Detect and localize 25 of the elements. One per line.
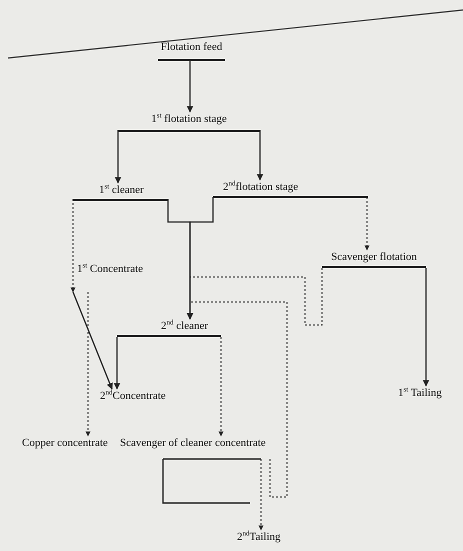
flow-arrow xyxy=(186,61,194,113)
process-stage: Flotation feed xyxy=(158,40,225,61)
process-stage: 1$^{st}$ cleaner xyxy=(73,183,168,201)
flow-arrow xyxy=(258,458,264,530)
process-stage: Scavenger flotation xyxy=(322,250,426,268)
process-stage: 1$^{st}$ flotation stage xyxy=(118,112,260,132)
process-stage: 2$^{nd}$flotation stage xyxy=(213,180,368,198)
flow-arrow xyxy=(364,196,370,250)
product-label: 2$^{nd}$Concentrate xyxy=(98,389,183,405)
product-label: Copper concentrate xyxy=(20,436,118,452)
process-stage: 2$^{nd}$ cleaner xyxy=(117,319,221,337)
flow-arrow xyxy=(72,292,113,390)
product-label: 1$^{st}$ Tailing xyxy=(396,386,458,404)
product-label: Scavenger of cleaner concentrate xyxy=(118,436,286,459)
product-label: 2$^{nd}$Tailing xyxy=(235,530,295,547)
flow-arrow xyxy=(188,268,322,326)
flow-arrow xyxy=(422,268,430,387)
flow-arrow xyxy=(114,337,120,390)
flow-arrow xyxy=(188,302,288,498)
flow-arrow xyxy=(114,130,122,184)
product-label: 1$^{st}$ Concentrate xyxy=(71,262,161,292)
flow-arrow xyxy=(70,198,76,292)
flow-arrow xyxy=(86,292,90,436)
flow-arrow xyxy=(256,130,264,181)
flow-arrow xyxy=(218,336,224,436)
